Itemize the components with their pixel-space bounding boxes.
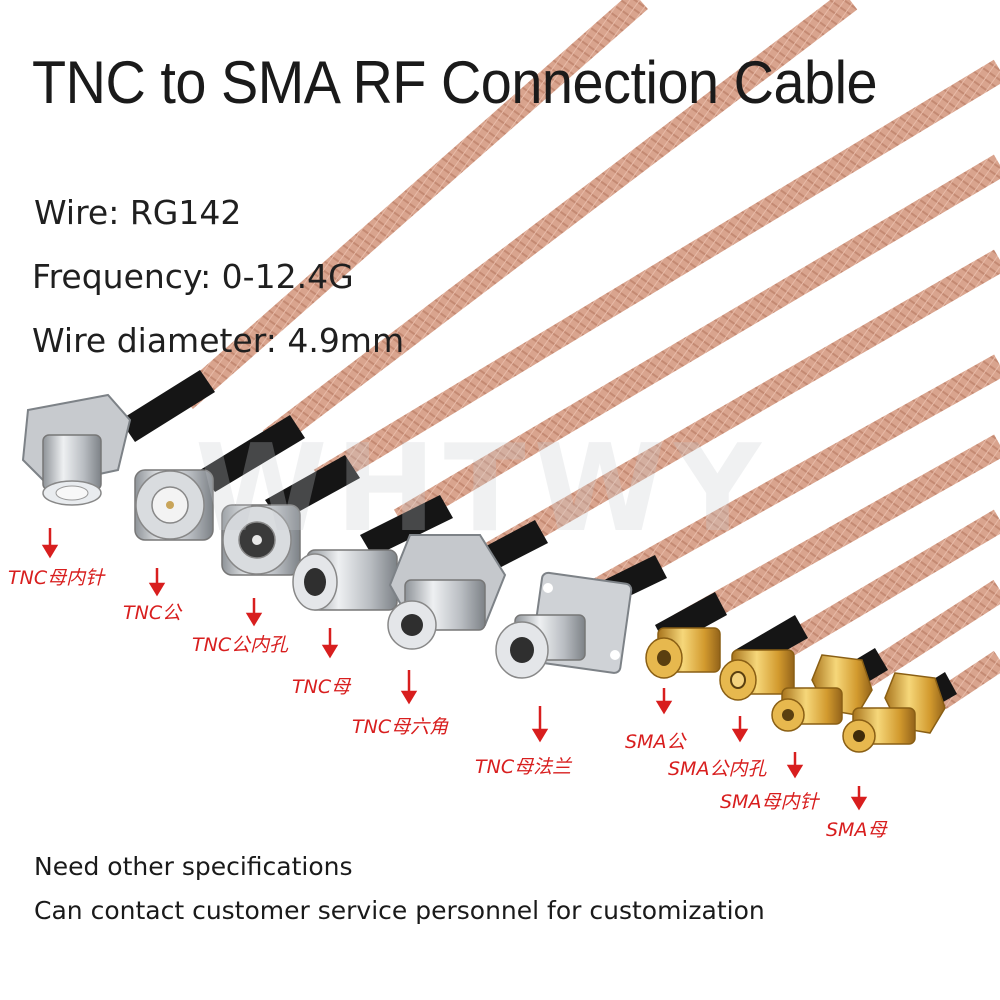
cable-4 [393,154,1000,531]
connector-label: SMA公内孔 [668,758,767,780]
connector-sma-rp-female [771,654,873,732]
arrow-down-icon [245,598,263,627]
cable-3 [313,59,1000,491]
arrow-down-icon [850,786,868,811]
footer-contact: Can contact customer service personnel f… [34,896,765,925]
connector-label: TNC母内针 [8,567,105,589]
connector-label: TNC公内孔 [192,634,289,656]
cable-1 [177,0,648,410]
cable-5 [474,249,1000,571]
connector-tnc-female-flange [495,571,633,679]
connector-tnc-male [134,469,214,541]
cable-7 [674,434,1000,636]
connectors [21,393,946,753]
arrow-down-icon [531,706,549,743]
watermark: WHTWY [195,420,769,559]
arrow-down-icon [655,688,673,715]
connector-label: TNC公 [123,602,182,624]
arrows [41,528,868,811]
connector-label: SMA母内针 [720,791,819,813]
connector-label: SMA母 [826,819,887,841]
connector-sma-female [842,672,946,753]
connector-label: TNC母法兰 [475,756,572,778]
page-title: TNC to SMA RF Connection Cable [32,49,878,116]
boot-4 [360,495,453,557]
arrow-down-icon [148,568,166,597]
connector-sma-male [645,627,721,679]
cable-2 [262,0,858,450]
spec-frequency: Frequency: 0-12.4G [32,257,354,296]
arrow-down-icon [786,752,804,779]
spec-diameter: Wire diameter: 4.9mm [32,321,405,360]
cable-8 [773,509,1000,661]
connector-label: TNC母 [292,676,351,698]
connector-sma-rp-male [719,649,795,701]
arrow-down-icon [400,670,418,705]
arrow-down-icon [731,716,749,743]
boot-1 [120,370,215,442]
connector-tnc-female [292,549,398,611]
arrow-down-icon [41,528,59,559]
spec-wire: Wire: RG142 [34,193,242,232]
connector-tnc-female-hex [387,534,507,650]
connector-label: TNC母六角 [352,716,449,738]
boot-2 [200,415,305,492]
connector-label: SMA公 [625,731,686,753]
footer-note: Need other specifications [34,852,353,881]
connector-tnc-female-bulkhead [21,393,132,506]
connector-tnc-rp-male [221,504,301,576]
arrow-down-icon [321,628,339,659]
